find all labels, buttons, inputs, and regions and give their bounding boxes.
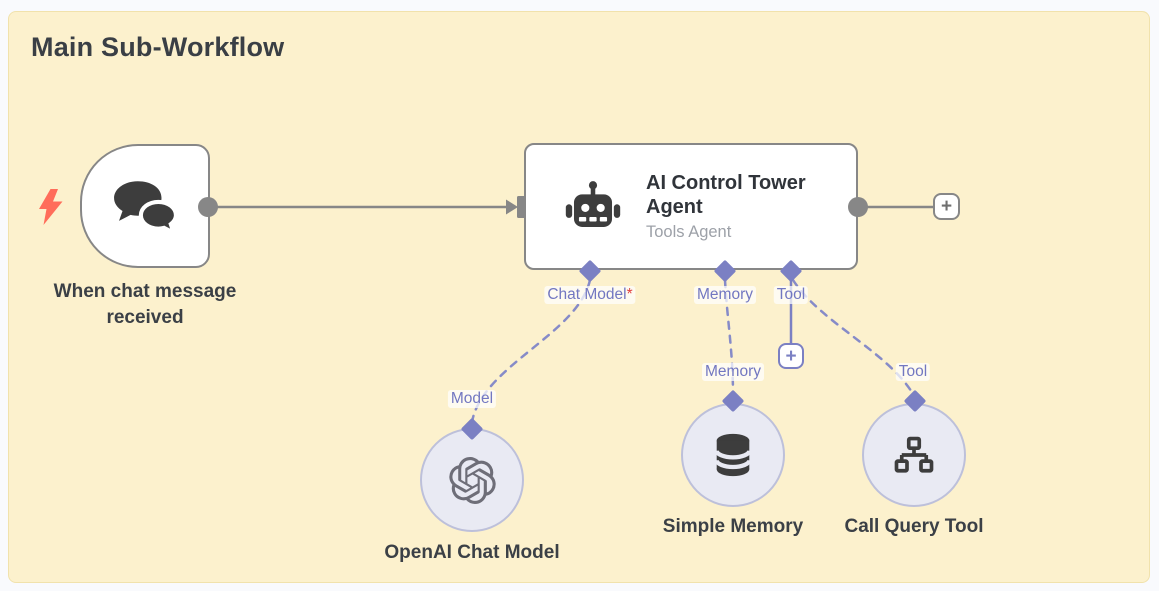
- simple-memory-node-label: Simple Memory: [662, 516, 804, 537]
- port-label-memory: Memory: [694, 286, 756, 304]
- node-ai-control-tower-agent[interactable]: AI Control Tower Agent Tools Agent: [524, 143, 858, 270]
- openai-logo-icon: [448, 456, 496, 504]
- sitemap-icon: [894, 436, 934, 473]
- chat-bubbles-icon: [114, 181, 178, 233]
- port-label-tool-lower: Tool: [895, 363, 931, 381]
- port-label-chat-model-text: Chat Model: [547, 286, 627, 303]
- port-label-memory-lower: Memory: [702, 363, 764, 381]
- call-query-tool-node-label: Call Query Tool: [844, 516, 984, 537]
- trigger-output-port[interactable]: [198, 197, 218, 217]
- required-marker: *: [626, 286, 633, 303]
- trigger-node-label: When chat message received: [53, 281, 237, 328]
- sticky-note-title: Main Sub-Workflow: [31, 32, 285, 62]
- port-label-model: Model: [447, 390, 497, 408]
- agent-node-title: AI Control Tower Agent: [646, 171, 806, 218]
- add-node-button[interactable]: +: [933, 193, 960, 220]
- port-label-tool: Tool: [773, 286, 809, 304]
- node-when-chat-message-received[interactable]: [80, 144, 210, 268]
- lightning-bolt-icon: [39, 189, 63, 225]
- node-openai-chat-model[interactable]: [420, 428, 524, 532]
- port-label-chat-model: Chat Model*: [544, 286, 636, 304]
- database-icon: [714, 433, 752, 477]
- add-tool-button[interactable]: +: [778, 343, 804, 369]
- agent-output-port[interactable]: [848, 197, 868, 217]
- robot-icon: [565, 180, 621, 227]
- node-call-query-tool[interactable]: [862, 403, 966, 507]
- agent-node-subtitle: Tools Agent: [646, 223, 732, 242]
- node-simple-memory[interactable]: [681, 403, 785, 507]
- plus-icon: +: [940, 196, 953, 217]
- plus-icon: +: [785, 345, 797, 367]
- openai-node-label: OpenAI Chat Model: [384, 542, 560, 563]
